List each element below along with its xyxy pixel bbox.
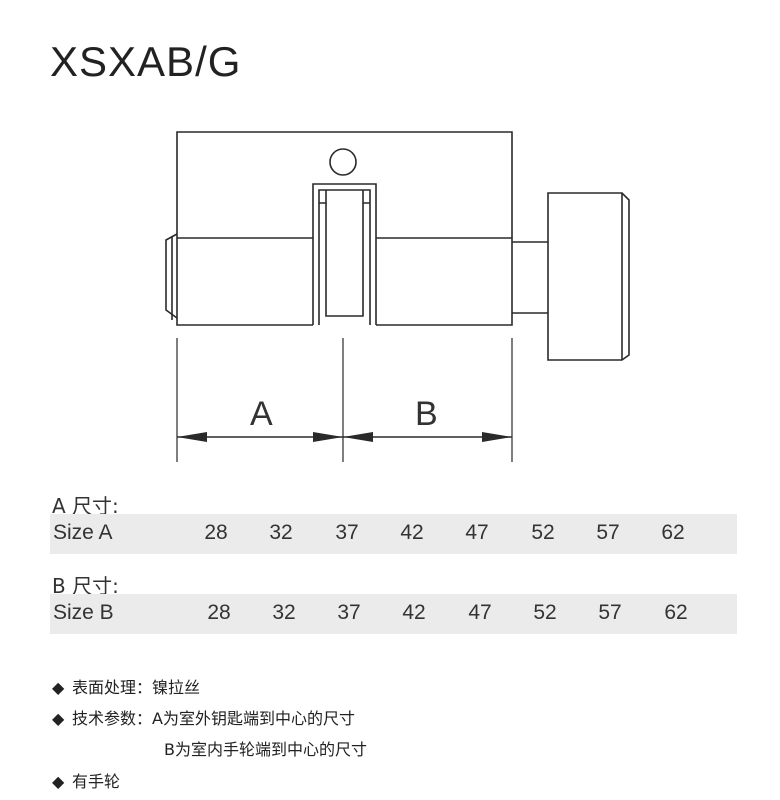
cam-slot-inner xyxy=(318,189,371,325)
size-a-value: 28 xyxy=(204,521,228,544)
note-text: 有手轮 xyxy=(72,772,121,791)
dimension-label-a: A xyxy=(250,395,273,433)
size-b-value: 28 xyxy=(207,601,231,624)
note-text: 技术参数：A为室外钥匙端到中心的尺寸 xyxy=(72,709,355,728)
product-code-title: XSXAB/G xyxy=(50,38,242,85)
left-cylinder-body xyxy=(176,238,313,326)
cam-body xyxy=(325,203,364,317)
fixing-hole xyxy=(329,148,357,176)
dimension-label-b: B xyxy=(415,395,438,433)
size-a-label: Size A xyxy=(53,521,113,544)
cam-slot xyxy=(312,183,377,325)
size-b-value: 62 xyxy=(664,601,688,624)
size-a-value: 37 xyxy=(335,521,359,544)
note-text: 表面处理：镍拉丝 xyxy=(72,678,201,697)
size-b-row: Size B 28 32 37 42 47 52 57 62 xyxy=(50,594,737,634)
size-a-value: 52 xyxy=(531,521,555,544)
size-b-value: 42 xyxy=(402,601,426,624)
size-a-value: 62 xyxy=(661,521,685,544)
size-b-value: 47 xyxy=(468,601,492,624)
size-b-value: 32 xyxy=(272,601,296,624)
size-b-value: 37 xyxy=(337,601,361,624)
right-cylinder-body xyxy=(376,237,513,326)
note-finish: ◆ 表面处理：镍拉丝 xyxy=(52,674,200,698)
thumbturn-shaft xyxy=(512,241,548,314)
size-b-value: 57 xyxy=(598,601,622,624)
size-b-label: Size B xyxy=(53,601,114,624)
note-thumbturn: ◆ 有手轮 xyxy=(52,768,120,792)
size-a-value: 42 xyxy=(400,521,424,544)
size-b-value: 52 xyxy=(533,601,557,624)
note-spec: ◆ 技术参数：A为室外钥匙端到中心的尺寸 xyxy=(52,705,355,729)
size-a-value: 57 xyxy=(596,521,620,544)
cylinder-housing-outline xyxy=(176,131,513,238)
cylinder-technical-drawing: A B xyxy=(165,131,630,462)
thumbturn-knob xyxy=(547,192,630,361)
size-a-row: Size A 28 32 37 42 47 52 57 62 xyxy=(50,514,737,554)
diamond-bullet-icon: ◆ xyxy=(52,678,65,697)
diamond-bullet-icon: ◆ xyxy=(52,772,65,791)
note-spec-continued: B为室内手轮端到中心的尺寸 xyxy=(164,736,367,760)
size-a-value: 47 xyxy=(465,521,489,544)
note-text: B为室内手轮端到中心的尺寸 xyxy=(164,740,367,759)
diamond-bullet-icon: ◆ xyxy=(52,709,65,728)
size-a-value: 32 xyxy=(269,521,293,544)
